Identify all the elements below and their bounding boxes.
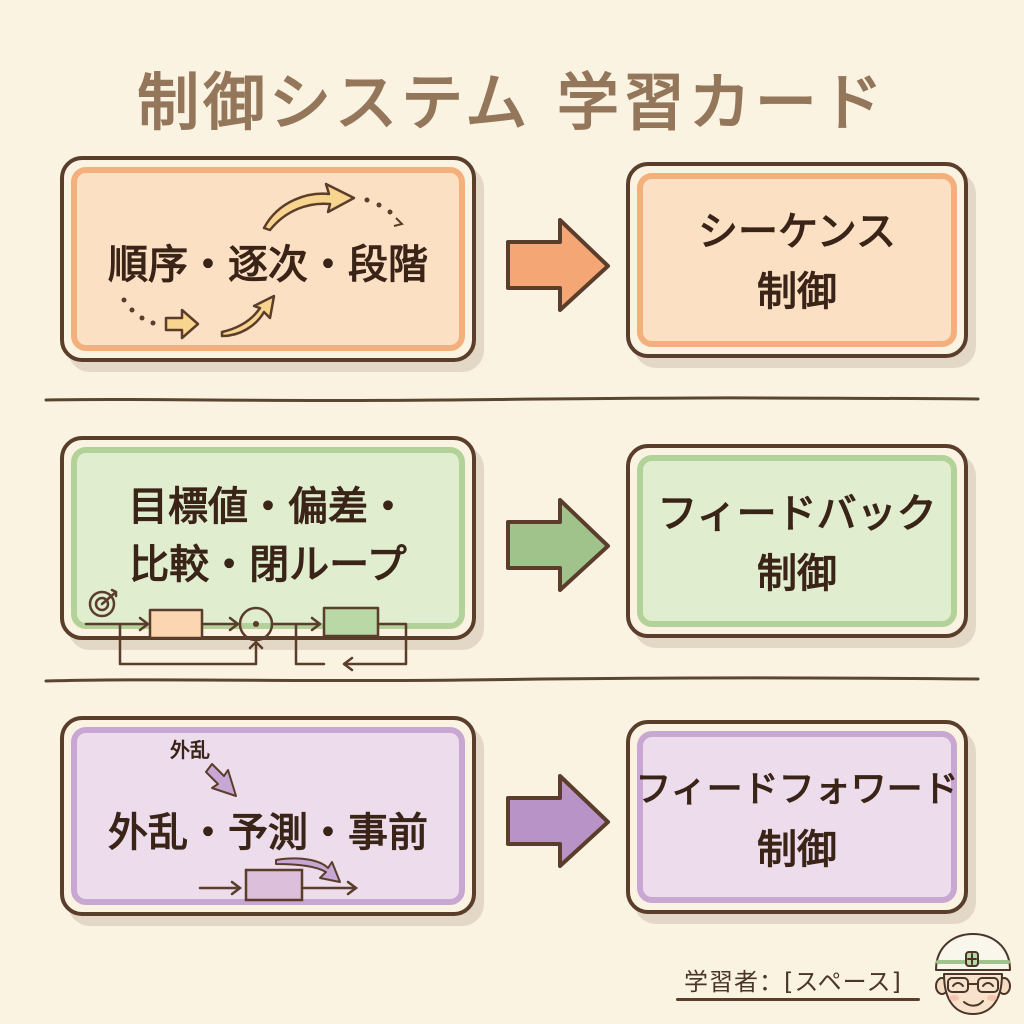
curved-arrow-icon bbox=[220, 294, 276, 338]
divider-line bbox=[44, 396, 980, 403]
keyword-card-feedback: 目標値・偏差・ 比較・閉ループ bbox=[60, 436, 476, 640]
keyword-text-line2: 比較・閉ループ bbox=[129, 542, 407, 588]
arrow-right-icon bbox=[506, 498, 610, 592]
sequence-arrows-illustration bbox=[121, 182, 404, 340]
answer-card-feedback-control: フィードバック 制御 bbox=[626, 444, 968, 638]
answer-card-feedforward-control: フィードフォワード 制御 bbox=[626, 720, 968, 914]
keyword-text-line1: 目標値・偏差・ bbox=[128, 484, 408, 530]
answer-line1: フィードバック bbox=[657, 491, 937, 537]
arrow-right-icon bbox=[506, 218, 610, 312]
helmet-worker-avatar-icon bbox=[935, 933, 1011, 1015]
answer-line2: 制御 bbox=[757, 551, 837, 597]
page-title: 制御システム 学習カード bbox=[137, 66, 887, 139]
divider-line bbox=[44, 676, 980, 683]
answer-card-sequence-control: シーケンス 制御 bbox=[626, 162, 968, 358]
curved-arrow-icon bbox=[262, 182, 356, 232]
answer-line1: フィードフォワード bbox=[635, 769, 959, 810]
keyword-text: 順序・逐次・段階 bbox=[108, 242, 428, 288]
answer-line2: 制御 bbox=[757, 269, 837, 315]
answer-line2: 制御 bbox=[757, 827, 837, 873]
disturbance-label: 外乱 bbox=[170, 738, 210, 762]
keyword-text: 外乱・予測・事前 bbox=[108, 810, 428, 856]
curved-arrow-icon bbox=[275, 857, 341, 883]
target-icon bbox=[88, 588, 118, 618]
right-arrow-icon bbox=[164, 308, 200, 340]
keyword-card-feedforward: 外乱 外乱・予測・事前 bbox=[60, 716, 476, 916]
learner-name-underline bbox=[676, 998, 920, 1001]
answer-line1: シーケンス bbox=[698, 209, 896, 255]
arrow-right-icon bbox=[506, 774, 610, 868]
disturbance-arrows-illustration bbox=[198, 763, 359, 902]
learner-name-label: 学習者：[スペース] bbox=[684, 968, 902, 996]
feedback-loop-diagram bbox=[84, 588, 408, 672]
keyword-card-sequence: 順序・逐次・段階 bbox=[60, 156, 476, 362]
diagonal-arrow-icon bbox=[205, 763, 237, 797]
